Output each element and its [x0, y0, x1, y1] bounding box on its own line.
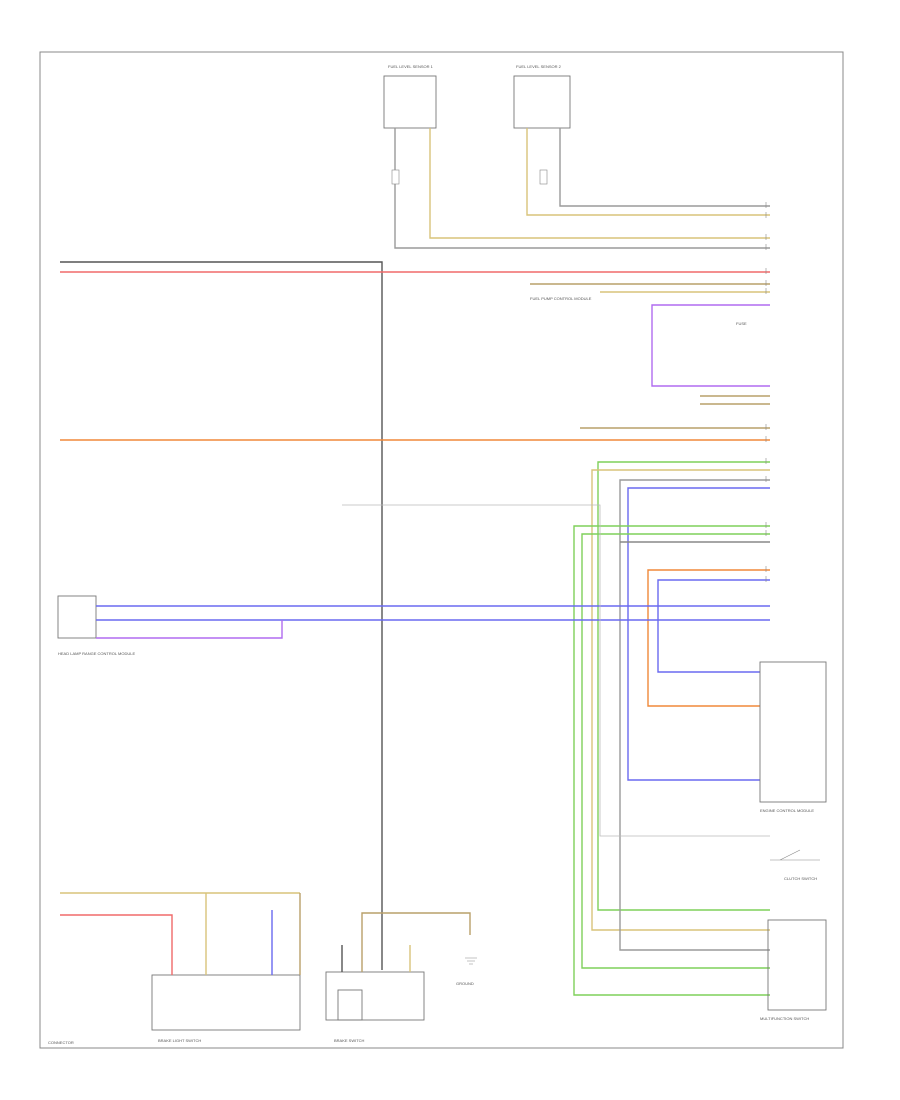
left-module: HEAD LAMP RANGE CONTROL MODULE [57, 595, 135, 656]
bottom-mid-wire [361, 912, 471, 972]
bottom-left-switch-label: BRAKE LIGHT SWITCH [158, 1038, 201, 1043]
footer-code: CONNECTOR [48, 1040, 74, 1045]
left-wire-3 [96, 620, 283, 639]
bottom-mid-ground: GROUND [456, 957, 477, 986]
mid-fuse-label: FUSE [736, 321, 747, 326]
mid-fuse: FUSE [736, 321, 747, 326]
right-bottom-module: MULTIFUNCTION SWITCH [760, 919, 827, 1021]
bottom-mid-switch-label: BRAKE SWITCH [334, 1038, 365, 1043]
right-module-label: ENGINE CONTROL MODULE [760, 808, 814, 813]
fuel-pump-control-label: FUEL PUMP CONTROL MODULE [530, 296, 592, 301]
sensor-wires [391, 128, 770, 249]
top-left-sensor-label: FUEL LEVEL SENSOR 1 [388, 64, 434, 69]
bottom-left-switch: BRAKE LIGHT SWITCH [151, 974, 301, 1043]
top-right-sensor-label: FUEL LEVEL SENSOR 2 [516, 64, 562, 69]
left-module-label: HEAD LAMP RANGE CONTROL MODULE [58, 651, 135, 656]
diagram-frame [39, 51, 844, 1049]
bottom-mid-switch: BRAKE SWITCH [325, 971, 425, 1043]
right-lower-switch: CLUTCH SWITCH [770, 849, 820, 881]
right-lower-switch-label: CLUTCH SWITCH [784, 876, 817, 881]
top-left-sensor: FUEL LEVEL SENSOR 1 [383, 64, 437, 129]
trunk-wires [60, 261, 770, 970]
fuel-pump-control: FUEL PUMP CONTROL MODULE [530, 296, 592, 301]
bottom-wire-red [60, 914, 173, 975]
top-right-sensor: FUEL LEVEL SENSOR 2 [513, 64, 571, 129]
bottom-mid-ground-label: GROUND [456, 981, 474, 986]
ground-path [342, 504, 770, 837]
right-bottom-module-label: MULTIFUNCTION SWITCH [760, 1016, 809, 1021]
right-bundle [573, 461, 770, 996]
right-module: ENGINE CONTROL MODULE [759, 661, 827, 813]
